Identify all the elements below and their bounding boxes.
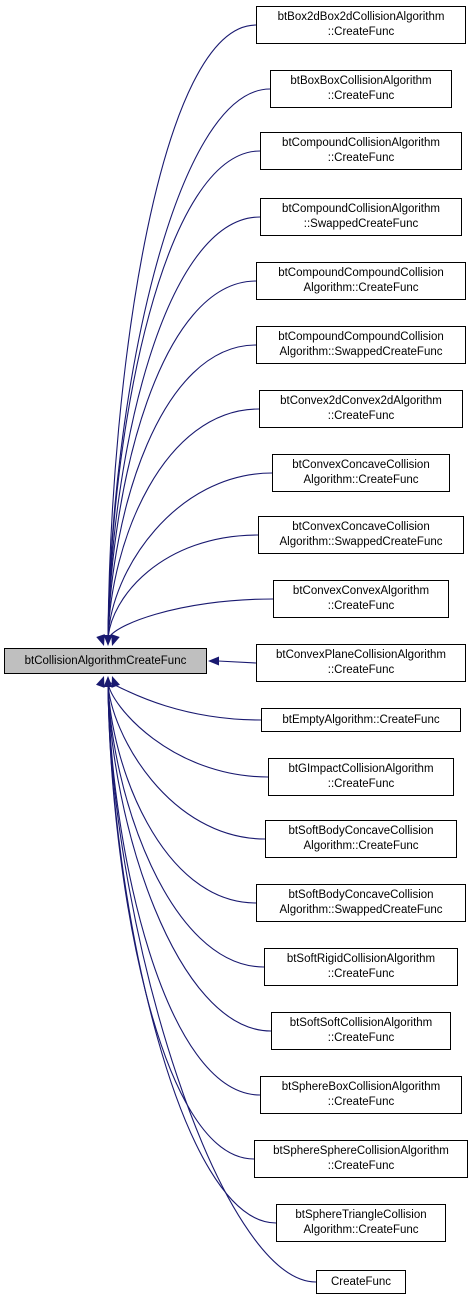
node-label-line: btConvexConcaveCollision (292, 459, 430, 471)
node-label-line: btCompoundCollisionAlgorithm (282, 137, 440, 149)
node-label-line: ::CreateFunc (327, 90, 395, 102)
node-label-line: btBox2dBox2dCollisionAlgorithm (277, 11, 445, 23)
node-label-line: ::CreateFunc (327, 968, 395, 980)
inheritance-edge (107, 681, 266, 840)
node-label-line: btSoftBodyConcaveCollision (288, 825, 434, 837)
node-label-line: btConvex2dConvex2dAlgorithm (280, 395, 442, 407)
node-label-line: btSoftSoftCollisionAlgorithm (289, 1017, 433, 1029)
derived-class-node-btboxboxcollisionalgorithm-createfunc[interactable]: btBoxBoxCollisionAlgorithm::CreateFunc (270, 70, 452, 108)
derived-class-node-btsoftrigidcollisionalgorithm-createfunc[interactable]: btSoftRigidCollisionAlgorithm::CreateFun… (264, 948, 458, 986)
inheritance-edge (107, 216, 261, 641)
node-label-line: btCompoundCompoundCollision (278, 331, 444, 343)
node-label-line: btConvexConcaveCollision (292, 521, 430, 533)
node-label-line: btBoxBoxCollisionAlgorithm (290, 75, 432, 87)
node-label-line: CreateFunc (330, 1275, 392, 1288)
node-label-line: ::CreateFunc (327, 600, 395, 612)
derived-class-node-btspherespherecollisionalgorithm-createfunc[interactable]: btSphereSphereCollisionAlgorithm::Create… (254, 1140, 468, 1178)
derived-class-node-btsphereboxcollisionalgorithm-createfunc[interactable]: btSphereBoxCollisionAlgorithm::CreateFun… (260, 1076, 462, 1114)
root-class-node[interactable]: btCollisionAlgorithmCreateFunc (4, 648, 207, 674)
arrowhead-top-cluster (111, 634, 120, 646)
inheritance-edge (107, 150, 261, 641)
derived-class-node-btgimpactcollisionalgorithm-createfunc[interactable]: btGImpactCollisionAlgorithm::CreateFunc (268, 758, 454, 796)
node-label-line: ::CreateFunc (327, 664, 395, 676)
node-label-line: btConvexPlaneCollisionAlgorithm (275, 649, 447, 661)
node-label-line: Algorithm::SwappedCreateFunc (279, 904, 443, 916)
node-label-line: btSoftBodyConcaveCollision (288, 889, 434, 901)
node-label-line: btSphereBoxCollisionAlgorithm (281, 1081, 441, 1093)
inheritance-edge (107, 280, 257, 641)
derived-class-node-btconvexplanecollisionalgorithm-createfunc[interactable]: btConvexPlaneCollisionAlgorithm::CreateF… (256, 644, 466, 682)
node-label-line: btCollisionAlgorithmCreateFunc (24, 654, 187, 667)
arrowhead-plane (208, 656, 219, 666)
node-label-line: ::CreateFunc (327, 1160, 395, 1172)
node-label-line: btSphereSphereCollisionAlgorithm (273, 1145, 449, 1157)
node-label-line: btCompoundCollisionAlgorithm (282, 203, 440, 215)
node-label-line: ::CreateFunc (327, 410, 395, 422)
node-label-line: Algorithm::CreateFunc (303, 282, 419, 294)
inheritance-edge (107, 681, 257, 904)
inheritance-edge (107, 681, 262, 721)
node-label-line: Algorithm::CreateFunc (303, 474, 419, 486)
derived-class-node-btbox2dbox2dcollisionalgorithm-createfunc[interactable]: btBox2dBox2dCollisionAlgorithm::CreateFu… (256, 6, 466, 44)
inheritance-edge (107, 344, 257, 641)
inheritance-edge (107, 681, 269, 778)
node-label-line: btConvexConvexAlgorithm (292, 585, 430, 597)
inheritance-edge (107, 681, 265, 968)
inheritance-edge (107, 534, 259, 641)
arrowhead-bottom-cluster (111, 676, 120, 688)
node-label-line: btGImpactCollisionAlgorithm (288, 763, 434, 775)
node-label-line: Algorithm::CreateFunc (303, 1224, 419, 1236)
node-label-line: btEmptyAlgorithm::CreateFunc (282, 713, 440, 726)
node-label-line: btSphereTriangleCollision (295, 1209, 427, 1221)
derived-class-node-btcompoundcollisionalgorithm-createfunc[interactable]: btCompoundCollisionAlgorithm::CreateFunc (260, 132, 462, 170)
derived-class-node-btconvexconvexalgorithm-createfunc[interactable]: btConvexConvexAlgorithm::CreateFunc (273, 580, 449, 618)
arrowhead-bottom-cluster (96, 676, 105, 688)
inheritance-edge (107, 24, 257, 641)
derived-class-node-btemptyalgorithm-createfunc[interactable]: btEmptyAlgorithm::CreateFunc (261, 708, 461, 732)
node-label-line: btCompoundCompoundCollision (278, 267, 444, 279)
node-label-line: ::CreateFunc (327, 778, 395, 790)
derived-class-node-btcompoundcollisionalgorithm-swappedcreatefunc[interactable]: btCompoundCollisionAlgorithm::SwappedCre… (260, 198, 462, 236)
node-label-line: ::CreateFunc (327, 1032, 395, 1044)
inheritance-edge (107, 681, 277, 1224)
node-label-line: ::SwappedCreateFunc (303, 218, 419, 230)
derived-class-node-btsoftsoftcollisionalgorithm-createfunc[interactable]: btSoftSoftCollisionAlgorithm::CreateFunc (271, 1012, 451, 1050)
node-label-line: ::CreateFunc (327, 26, 395, 38)
node-label-line: Algorithm::CreateFunc (303, 840, 419, 852)
inheritance-edge (107, 472, 273, 641)
inheritance-edge (107, 681, 272, 1032)
inheritance-edge (107, 88, 271, 641)
node-label-line: Algorithm::SwappedCreateFunc (279, 536, 443, 548)
node-label-line: ::CreateFunc (327, 152, 395, 164)
inheritance-edge (107, 598, 274, 641)
inheritance-edge (217, 660, 257, 664)
derived-class-node-btconvex2dconvex2dalgorithm-createfunc[interactable]: btConvex2dConvex2dAlgorithm::CreateFunc (259, 390, 463, 428)
node-label-line: btSoftRigidCollisionAlgorithm (286, 953, 436, 965)
inheritance-edge (107, 408, 260, 641)
arrowhead-top-cluster (96, 634, 105, 646)
derived-class-node-createfunc[interactable]: CreateFunc (316, 1270, 406, 1294)
arrowhead-top-cluster (103, 635, 113, 646)
node-label-line: ::CreateFunc (327, 1096, 395, 1108)
arrowhead-bottom-cluster (103, 676, 113, 687)
inheritance-edge (107, 681, 261, 1096)
node-label-line: Algorithm::SwappedCreateFunc (279, 346, 443, 358)
inheritance-edge (107, 681, 317, 1283)
